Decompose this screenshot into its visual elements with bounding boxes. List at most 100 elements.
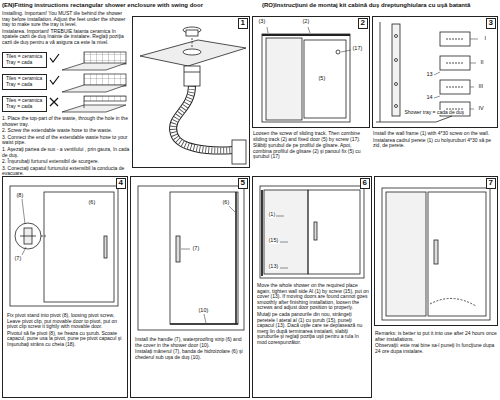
- instruction-text: Observaţii: este mai bine sa-l puneţi în…: [375, 343, 499, 354]
- step-caption: Remarks: is better to put it into use af…: [375, 331, 499, 355]
- tile-tray-sketch: [62, 63, 126, 70]
- instruction-text: Installing. Important! You MUST tile beh…: [2, 11, 130, 28]
- instruction-text: 2. Screw the extendable waste hose to th…: [2, 128, 130, 134]
- instruction-text: Mutaţi pe cada panourile din nou, strâng…: [257, 312, 369, 346]
- finished-door: [386, 192, 426, 316]
- instruction-text: 1. Place the top-part of the waste, thro…: [2, 116, 130, 127]
- callout-number: (7): [14, 256, 22, 262]
- part-label: Shower tray = cada de duş: [404, 110, 465, 115]
- handle-door: [204, 314, 206, 323]
- handle-door: [235, 192, 237, 324]
- instruction-text: Fix pivot stand into pivot (8), loosing …: [7, 313, 125, 330]
- instruction-text: Instalarea. Important! TREBUIE faianta c…: [2, 29, 130, 46]
- pivot-door: [20, 236, 36, 237]
- callout-number: (7): [192, 246, 200, 252]
- step-panel: 5Install the handle (7), waterproofing s…: [130, 176, 250, 398]
- sliding-track-frame: [267, 27, 268, 33]
- wall-frame: [434, 96, 440, 98]
- instruction-text: 2. Înşurubaţi furtunul extensibil de scu…: [2, 159, 130, 165]
- callout-number: (3): [258, 19, 266, 25]
- waste-assembly: [232, 140, 246, 164]
- sliding-track-frame: [262, 27, 351, 122]
- enclosure-adjust: [260, 186, 364, 278]
- enclosure-adjust: [314, 222, 317, 240]
- instruction-text: Slăbiţi şurubul de pe profilul de glisar…: [253, 143, 371, 160]
- tile-tray-sketch: [84, 101, 85, 108]
- step-panel: 2Loosen the screw of sliding track. Then…: [252, 16, 370, 128]
- instruction-text: Loosen the screw of sliding track. Then …: [253, 131, 371, 142]
- finished-door: [382, 188, 490, 320]
- title-text: (RO)Instrucţiuni de montaj kit cabină du…: [262, 2, 498, 9]
- instruction-text: Install the handle (7), waterproofing st…: [135, 337, 247, 348]
- handle-door: [138, 186, 244, 330]
- title-text: (EN)Fitting instructions rectangular sho…: [2, 2, 258, 9]
- instruction-text: 1. Aşezaţi partea de sus - a ventilului …: [2, 147, 130, 158]
- instruction-text: Pivotul să fie pivot (8), se freaza cu ş…: [7, 331, 125, 348]
- handle-door: [229, 206, 235, 212]
- waste-assembly: [192, 38, 193, 48]
- wall-frame: [395, 59, 398, 62]
- wall-frame: [446, 39, 464, 109]
- note-text: Tray = cada: [6, 60, 43, 66]
- enclosure-adjust: [260, 186, 364, 278]
- sliding-track-frame: [336, 50, 340, 54]
- waste-assembly: [173, 86, 234, 150]
- tile-tray-sketch: [84, 74, 126, 86]
- check-mark: [50, 76, 59, 84]
- tile-tray-sketch: [62, 52, 126, 112]
- tile-tray-sketch: [62, 105, 126, 112]
- finished-door: [434, 240, 438, 264]
- text-block: (RO)Instrucţiuni de montaj kit cabină du…: [262, 2, 498, 9]
- callout-number: (8): [16, 193, 24, 199]
- waste-assembly: [173, 86, 234, 150]
- handle-door: [170, 323, 238, 325]
- callout-number: IV: [478, 106, 484, 112]
- callout-number: (1): [268, 212, 276, 218]
- callout-number: 13: [426, 72, 433, 78]
- step-panel: 1: [132, 16, 250, 168]
- enclosure-adjust: [280, 268, 288, 269]
- instruction-text: Instalarea cadrul perete (1) cu holşurub…: [373, 138, 499, 149]
- finished-door: [430, 298, 476, 306]
- step-panel: 6Move the whole shower on the required p…: [252, 176, 372, 398]
- step-panel: 4Fix pivot stand into pivot (8), loosing…: [2, 176, 128, 398]
- wall-frame: [376, 116, 452, 122]
- wall-frame: [395, 35, 398, 38]
- waste-assembly: [183, 49, 201, 55]
- pivot-door: [10, 186, 118, 306]
- sliding-track-frame: [266, 38, 302, 120]
- handle-door: [170, 192, 238, 324]
- waste-assembly: [184, 66, 200, 86]
- instruction-text: Instalaţi mânerul (7), banda de hidroizo…: [135, 349, 247, 360]
- waste-assembly: [186, 30, 198, 36]
- step-number: 7: [486, 178, 496, 189]
- text-block: Installing. Important! You MUST tile beh…: [2, 11, 130, 47]
- note-text: Tray = cada: [6, 82, 43, 88]
- pivot-door: [22, 247, 26, 255]
- step-number: 6: [360, 178, 370, 189]
- note-box: Tiles = ceramicaTray = cada: [2, 96, 47, 112]
- cross-mark: [50, 98, 58, 106]
- instruction-text: 3. Connect the end of the extendable was…: [2, 135, 130, 146]
- handle-door: [176, 236, 180, 262]
- enclosure-adjust: [280, 242, 288, 243]
- sliding-track-frame: [262, 34, 350, 36]
- tile-tray-sketch: [84, 96, 126, 101]
- step-panel: 7Remarks: is better to put it into use a…: [374, 176, 498, 326]
- waste-assembly: [140, 27, 246, 164]
- wall-frame: [395, 105, 398, 108]
- wall-frame: [376, 22, 478, 122]
- step-caption: Install the handle (7), waterproofing st…: [135, 337, 247, 361]
- pivot-door: [22, 199, 25, 224]
- cross-mark: [50, 98, 58, 106]
- waste-assembly: [184, 72, 200, 73]
- pivot-door: [104, 236, 107, 258]
- note-box: Tiles = ceramicaTray = cada: [2, 74, 47, 90]
- sliding-track-frame: [304, 40, 346, 118]
- text-block: 1. Place the top-part of the waste, thro…: [2, 116, 130, 178]
- callout-number: (13): [268, 264, 279, 270]
- callout-number: (5): [318, 76, 326, 82]
- handle-door: [181, 249, 190, 250]
- callout-number: (10): [198, 308, 209, 314]
- text-block: (EN)Fitting instructions rectangular sho…: [2, 2, 258, 9]
